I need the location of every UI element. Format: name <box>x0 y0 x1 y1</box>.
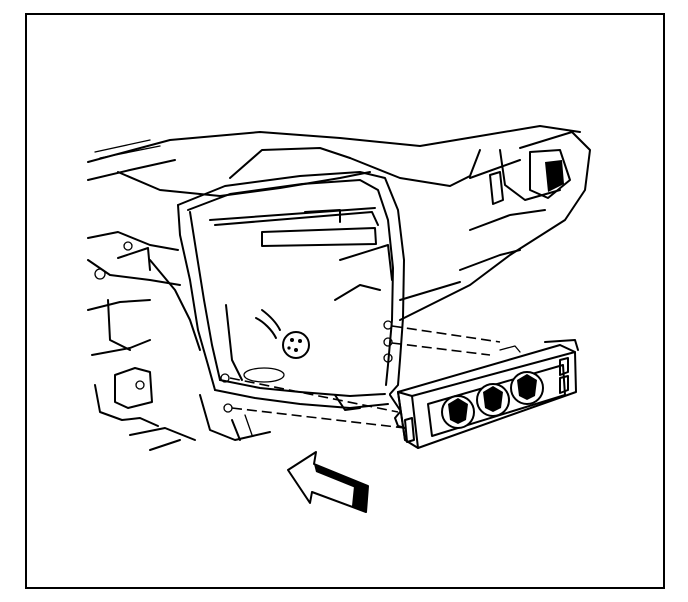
direction-arrow <box>287 451 369 513</box>
wiring-connector <box>255 309 310 359</box>
right-vent-panel <box>399 131 591 321</box>
mounting-holes <box>220 320 393 413</box>
control-knob-left <box>441 395 475 429</box>
hvac-control-module <box>394 339 579 449</box>
left-structure <box>87 231 201 451</box>
alignment-guides <box>229 325 501 429</box>
control-knob-right <box>510 371 544 405</box>
control-knob-center <box>476 383 510 417</box>
console-opening-frame <box>177 171 405 409</box>
lower-brackets <box>199 394 401 441</box>
